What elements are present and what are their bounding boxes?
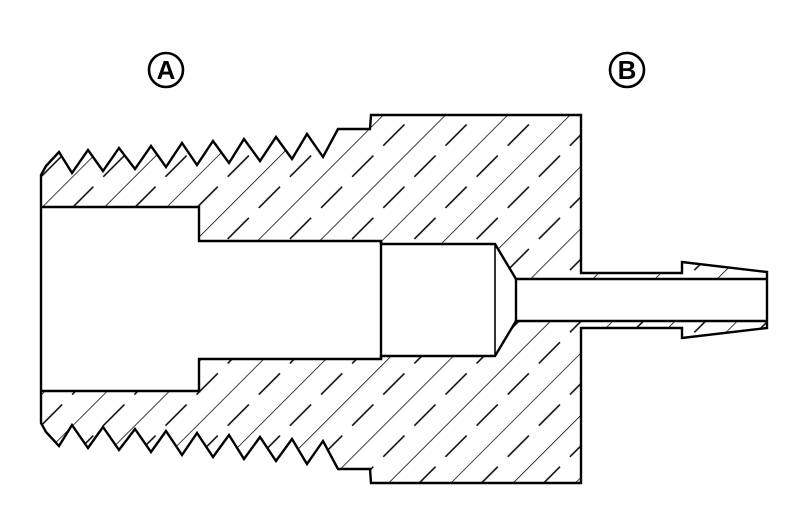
label-a-circle xyxy=(147,51,185,89)
label-b-circle xyxy=(608,51,646,89)
label-b-text: B xyxy=(618,55,637,85)
outer-outline xyxy=(39,113,769,485)
label-a-text: A xyxy=(157,55,176,85)
section-hatching xyxy=(41,115,767,483)
label-a: A xyxy=(147,51,185,89)
label-b: B xyxy=(608,51,646,89)
